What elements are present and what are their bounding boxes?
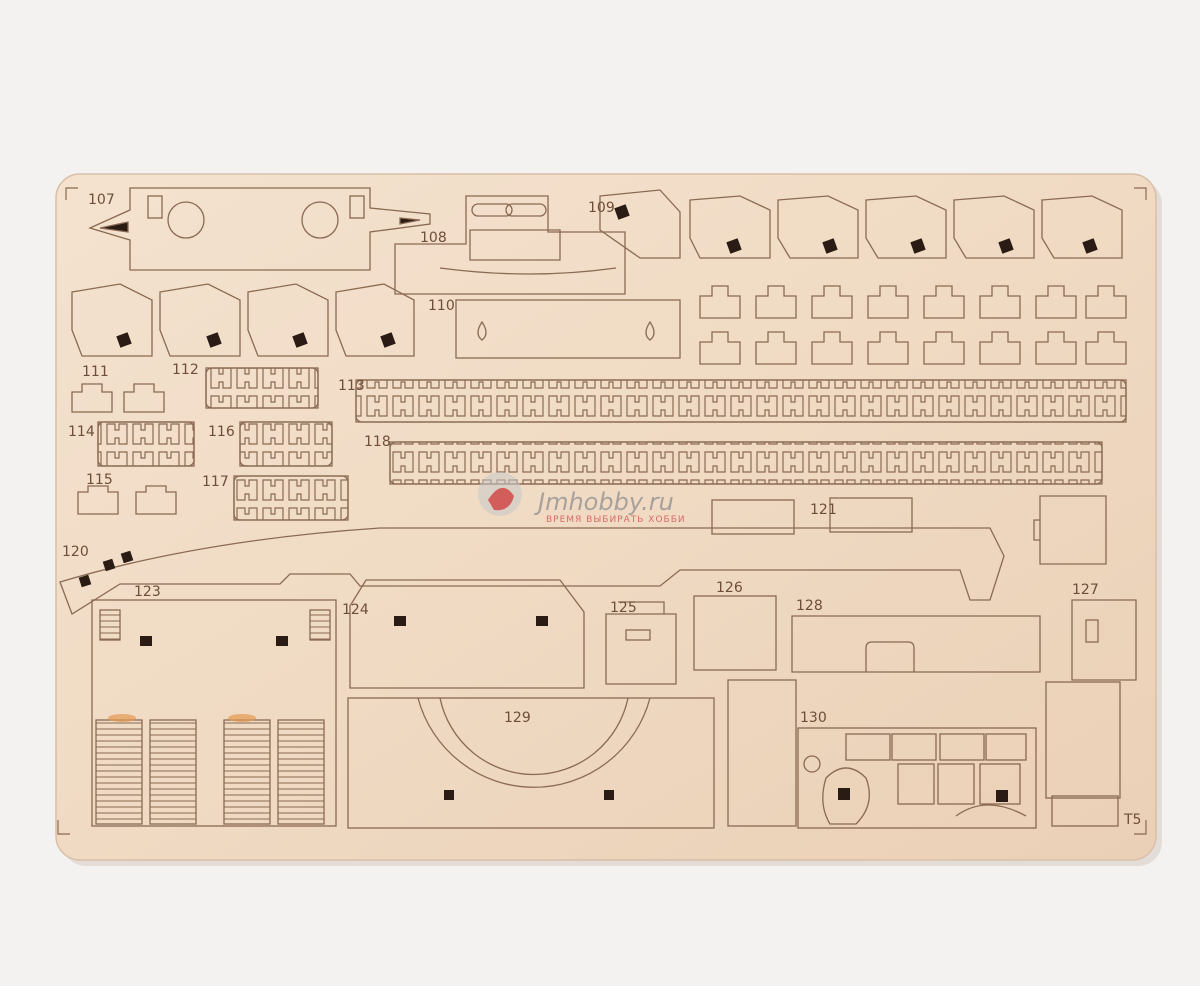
part-129 <box>347 697 715 829</box>
part-117 <box>233 475 349 521</box>
watermark-brand: Jmhobby.ru <box>534 488 674 516</box>
part-127-slot <box>1085 619 1099 643</box>
corner-mark <box>1134 820 1147 835</box>
part-126-upper <box>1033 495 1107 565</box>
sheet-id-label: T5 <box>1123 812 1141 828</box>
label-110: 110 <box>428 298 455 314</box>
label-112: 112 <box>172 362 199 378</box>
part-112 <box>205 367 319 409</box>
part-111-grid <box>71 285 1127 413</box>
label-108: 108 <box>420 230 447 246</box>
part-108 <box>394 195 626 295</box>
label-126: 126 <box>716 580 743 596</box>
label-117: 117 <box>202 474 229 490</box>
label-115: 115 <box>86 472 113 488</box>
label-118: 118 <box>364 434 391 450</box>
label-107: 107 <box>88 192 115 208</box>
corner-mark <box>65 187 78 200</box>
label-130: 130 <box>800 710 827 726</box>
label-121: 121 <box>810 502 837 518</box>
label-124: 124 <box>342 602 369 618</box>
watermark: Jmhobby.ru ВРЕМЯ ВЫБИРАТЬ ХОББИ <box>478 472 686 525</box>
label-125: 125 <box>610 600 637 616</box>
watermark-tagline: ВРЕМЯ ВЫБИРАТЬ ХОББИ <box>546 515 686 525</box>
label-123: 123 <box>134 584 161 600</box>
plywood-board <box>55 173 1157 861</box>
label-120: 120 <box>62 544 89 560</box>
corner-mark <box>1134 187 1147 200</box>
part-124 <box>349 579 585 689</box>
label-114: 114 <box>68 424 95 440</box>
part-110-drop <box>477 320 487 341</box>
part-109-row-top <box>599 189 1123 259</box>
cut-holes <box>78 204 1098 802</box>
part-110-drop <box>645 320 655 341</box>
part-125-slot <box>625 629 651 641</box>
part-114 <box>97 421 195 467</box>
part-113 <box>355 379 1127 423</box>
part-128 <box>791 615 1041 673</box>
part-121-right <box>829 497 913 533</box>
part-123 <box>91 599 337 827</box>
part-127 <box>1071 599 1137 681</box>
part-116 <box>239 421 333 467</box>
part-107 <box>88 187 431 271</box>
part-126-lower <box>693 595 777 671</box>
label-111: 111 <box>82 364 109 380</box>
corner-mark <box>57 820 70 835</box>
watermark-bird-icon <box>488 487 514 511</box>
part-109-row-second <box>71 283 415 357</box>
part-130 <box>727 679 1121 829</box>
label-116: 116 <box>208 424 235 440</box>
part-115 <box>77 485 177 515</box>
part-125 <box>605 601 677 685</box>
label-127: 127 <box>1072 582 1099 598</box>
part-120 <box>59 527 1005 615</box>
label-128: 128 <box>796 598 823 614</box>
label-113: 113 <box>338 378 365 394</box>
part-121-left <box>711 499 795 535</box>
part-110 <box>455 299 681 359</box>
label-129: 129 <box>504 710 531 726</box>
burn-marks <box>108 714 256 722</box>
label-109: 109 <box>588 200 615 216</box>
